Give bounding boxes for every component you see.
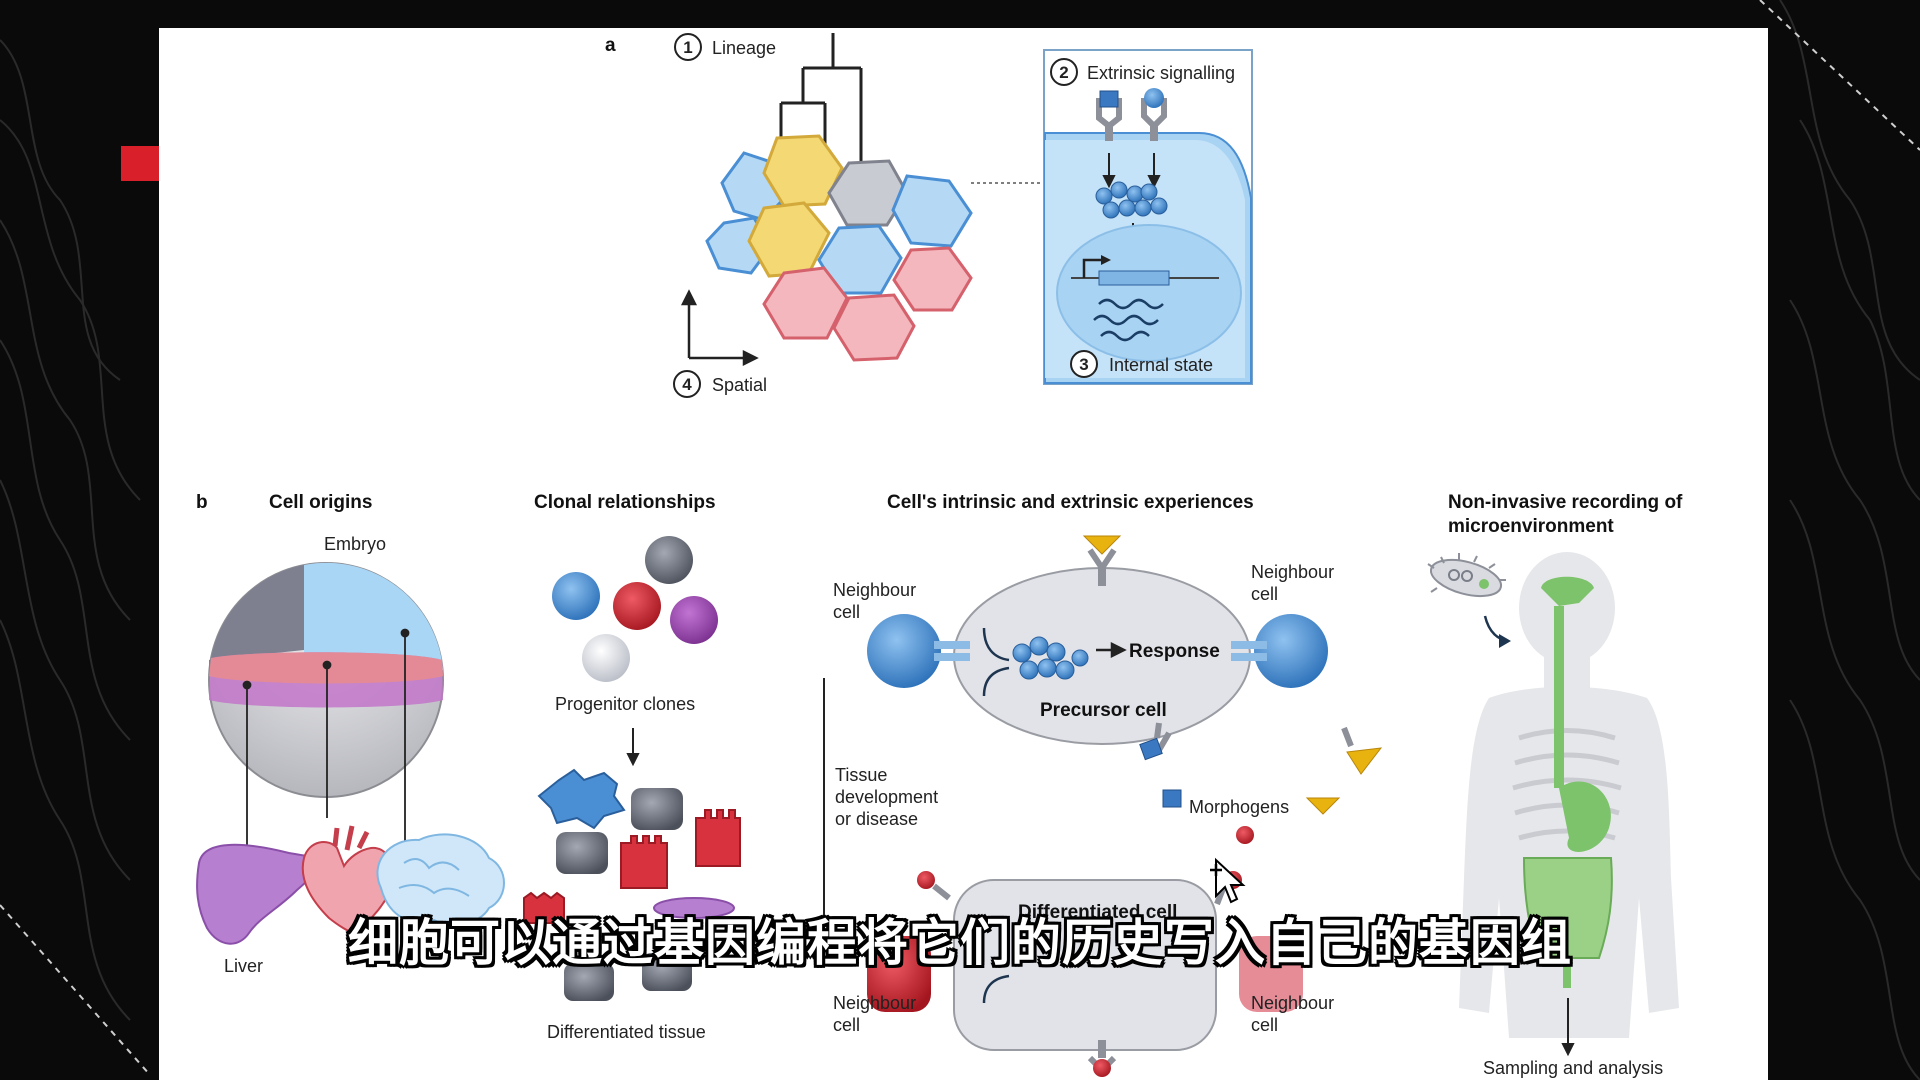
neighbour-cell-tl <box>867 614 970 688</box>
lineage-label: Lineage <box>712 38 776 58</box>
internal-label: Internal state <box>1109 355 1213 375</box>
triangle-receptor-top-icon <box>1082 535 1122 586</box>
differentiated-cell-label: Differentiated cell <box>1018 902 1177 923</box>
neighbour-br-label: Neighbour cell <box>1251 993 1339 1035</box>
spatial-marker: 4 <box>673 370 701 398</box>
signal-input-arrows <box>982 627 1010 697</box>
neighbour-tr-label: Neighbour cell <box>1251 562 1339 604</box>
differentiated-tissue-label: Differentiated tissue <box>547 1022 706 1042</box>
clonal-arrow <box>626 728 640 767</box>
noninvasive-heading: Non-invasive recording of microenvironme… <box>1448 492 1688 537</box>
neighbour-tl-label: Neighbour cell <box>833 580 921 622</box>
receptor-circle-icon <box>1141 88 1167 141</box>
neighbour-bl-label: Neighbour cell <box>833 993 921 1035</box>
progenitor-label: Progenitor clones <box>555 694 695 714</box>
spatial-label: Spatial <box>712 375 767 395</box>
spatial-axes <box>680 289 759 367</box>
nucleus <box>1056 224 1242 362</box>
sampling-arrow <box>1561 998 1575 1057</box>
morphogens-label: Morphogens <box>1189 797 1289 817</box>
differentiated-cells <box>523 768 741 1001</box>
response-arrow <box>1096 641 1127 659</box>
internal-number: 3 <box>1079 355 1088 374</box>
lineage-marker: 1 <box>674 33 702 61</box>
brain-icon <box>376 833 505 926</box>
signalling-marker: 2 <box>1050 58 1078 86</box>
sampling-label: Sampling and analysis <box>1483 1058 1663 1078</box>
precursor-label: Precursor cell <box>1040 700 1167 721</box>
triangle-receptor-icon <box>1341 726 1383 775</box>
liver-label: Liver <box>224 956 263 976</box>
slide: a 1 Lineage 4 Spatial <box>159 28 1768 1080</box>
video-subtitle: 细胞可以通过基因编程将它们的历史写入自己的基因组 <box>348 914 1572 972</box>
spatial-number: 4 <box>682 375 692 394</box>
cell-origins-heading: Cell origins <box>269 492 372 513</box>
hexagon-tissue <box>705 134 973 362</box>
square-receptor-icon <box>1139 722 1172 761</box>
morphogen-circle-icon <box>1236 826 1254 844</box>
morphogen-square-icon <box>1162 789 1182 808</box>
round-receptor-bottom-icon <box>1087 1040 1117 1077</box>
embryo-sphere <box>208 562 444 798</box>
panel-b-letter: b <box>196 492 208 513</box>
mouse-cursor-icon <box>1210 857 1246 904</box>
bacterium-arrow <box>1483 615 1508 642</box>
embryo-origin-lines <box>242 628 410 858</box>
neighbour-cell-bl <box>867 936 931 1012</box>
neighbour-cell-br <box>1239 936 1303 1012</box>
bacterium-arrowhead <box>1499 634 1511 648</box>
embryo-label: Embryo <box>324 534 386 554</box>
signal-molecules <box>1095 181 1168 219</box>
signalling-label: Extrinsic signalling <box>1087 63 1235 83</box>
human-body-icon <box>1459 552 1679 1038</box>
experiences-heading: Cell's intrinsic and extrinsic experienc… <box>887 492 1254 513</box>
liver-icon <box>196 843 320 945</box>
precursor-molecules <box>1012 636 1089 680</box>
differentiated-cell <box>953 879 1217 1051</box>
internal-marker: 3 <box>1070 350 1098 378</box>
neighbour-cell-tr <box>1231 614 1328 688</box>
signalling-number: 2 <box>1059 63 1068 82</box>
clonal-heading: Clonal relationships <box>534 492 716 513</box>
heart-icon <box>301 825 395 935</box>
red-accent-tab <box>121 146 159 181</box>
round-receptor-left-icon <box>917 871 951 901</box>
receptor-square-icon <box>1096 90 1122 141</box>
bacterium-icon <box>1427 553 1506 598</box>
panel-a-letter: a <box>605 35 616 56</box>
lineage-number: 1 <box>683 38 692 57</box>
progenitor-clones <box>552 536 718 682</box>
morphogen-triangle-icon <box>1305 797 1341 815</box>
response-label: Response <box>1129 641 1220 662</box>
figure-diagram: a 1 Lineage 4 Spatial <box>196 33 1688 1078</box>
differentiated-signal-arrow <box>982 974 1010 1004</box>
tissue-development-label: Tissue development or disease <box>835 765 943 829</box>
